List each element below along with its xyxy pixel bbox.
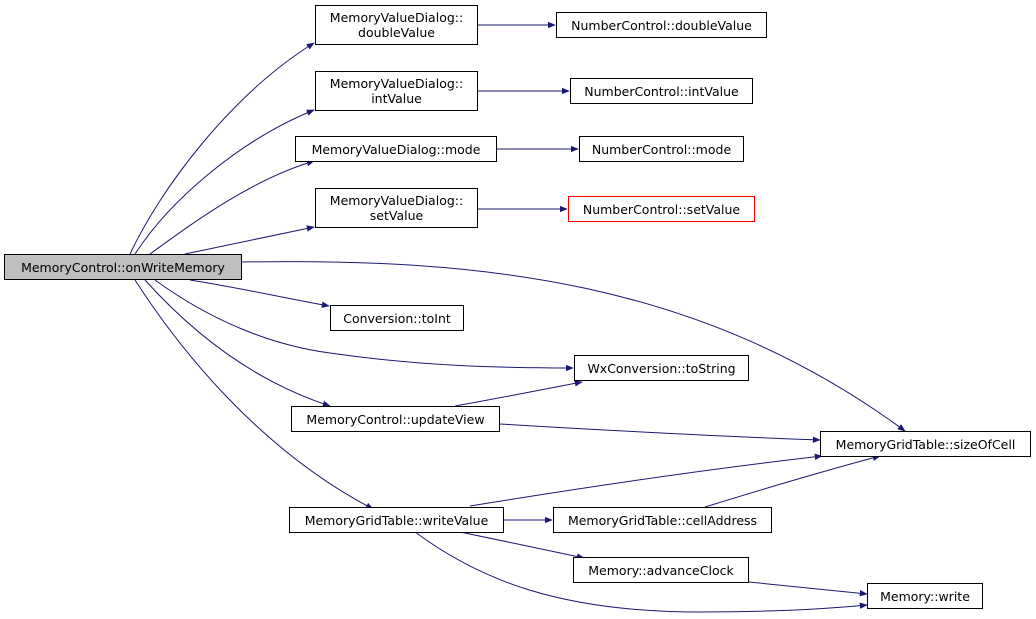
edge-mgt-writevalue-to-mgt-sizeofcell xyxy=(469,453,823,507)
node-memoryvaluedialog-mode[interactable]: MemoryValueDialog::mode xyxy=(295,136,497,162)
node-label-line2: doubleValue xyxy=(358,25,435,40)
node-numbercontrol-intvalue[interactable]: NumberControl::intValue xyxy=(570,78,753,104)
node-memorygridtable-writevalue[interactable]: MemoryGridTable::writeValue xyxy=(289,507,504,533)
node-memoryvaluedialog-intvalue[interactable]: MemoryValueDialog:: intValue xyxy=(315,71,478,111)
node-label: Memory::write xyxy=(880,588,970,604)
node-label: WxConversion::toString xyxy=(587,360,736,376)
edge-onwritememory-to-conversion-toint xyxy=(189,279,330,308)
node-memorycontrol-updateview[interactable]: MemoryControl::updateView xyxy=(291,406,500,432)
node-memoryvaluedialog-doublevalue[interactable]: MemoryValueDialog:: doubleValue xyxy=(315,5,478,45)
node-label: MemoryGridTable::sizeOfCell xyxy=(835,436,1016,452)
node-memorygridtable-sizeofcell[interactable]: MemoryGridTable::sizeOfCell xyxy=(820,431,1031,457)
node-label: MemoryGridTable::cellAddress xyxy=(567,512,758,528)
node-label: NumberControl::setValue xyxy=(582,201,741,217)
edge-onwritememory-to-mvd-setvalue xyxy=(184,225,315,255)
node-memory-advanceclock[interactable]: Memory::advanceClock xyxy=(573,557,749,583)
node-memorygridtable-celladdress[interactable]: MemoryGridTable::cellAddress xyxy=(553,507,772,533)
edge-onwritememory-to-mvd-intvalue xyxy=(134,109,315,255)
node-label: NumberControl::intValue xyxy=(584,83,739,99)
node-label-line2: intValue xyxy=(371,91,422,106)
node-numbercontrol-mode[interactable]: NumberControl::mode xyxy=(579,136,744,162)
edge-mgt-writevalue-to-mem-advanceclock xyxy=(459,531,585,560)
node-label-line1: MemoryValueDialog:: xyxy=(329,193,464,208)
node-numbercontrol-doublevalue[interactable]: NumberControl::doubleValue xyxy=(556,12,767,38)
edge-mc-updateview-to-wxconversion-tostring xyxy=(454,380,583,407)
node-label-line1: MemoryValueDialog:: xyxy=(329,76,464,91)
edge-mc-updateview-to-mgt-sizeofcell xyxy=(499,423,821,443)
node-wxconversion-tostring[interactable]: WxConversion::toString xyxy=(574,355,749,381)
node-label: Memory::advanceClock xyxy=(588,562,734,578)
edge-onwritememory-to-mvd-mode xyxy=(149,159,315,255)
edge-onwritememory-to-mgt-sizeofcell xyxy=(241,261,906,432)
node-memorycontrol-onwritememory: MemoryControl::onWriteMemory xyxy=(4,254,242,280)
edge-onwritememory-to-mc-updateview xyxy=(144,279,331,407)
edge-onwritememory-to-wxconversion-tostring xyxy=(154,279,574,372)
node-label: NumberControl::mode xyxy=(591,141,732,157)
edge-mem-advanceclock-to-mem-write xyxy=(748,581,868,597)
node-label: NumberControl::doubleValue xyxy=(571,17,752,33)
node-label-line2: setValue xyxy=(369,208,424,223)
node-memoryvaluedialog-setvalue[interactable]: MemoryValueDialog:: setValue xyxy=(315,188,478,228)
node-label: MemoryControl::onWriteMemory xyxy=(21,259,225,275)
node-memory-write[interactable]: Memory::write xyxy=(867,583,983,609)
node-label: Conversion::toInt xyxy=(343,310,451,326)
edge-mgt-cell-to-mgt-sizeofcell xyxy=(704,454,881,508)
edge-mgt-writevalue-to-mem-write xyxy=(414,531,868,613)
node-label-line1: MemoryValueDialog:: xyxy=(329,10,464,25)
node-conversion-toint[interactable]: Conversion::toInt xyxy=(330,305,464,331)
edge-onwritememory-to-mgt-writevalue xyxy=(134,279,374,510)
node-label: MemoryGridTable::writeValue xyxy=(304,512,489,528)
node-numbercontrol-setvalue[interactable]: NumberControl::setValue xyxy=(568,196,755,222)
node-label: MemoryValueDialog::mode xyxy=(311,141,481,157)
edge-onwritememory-to-mvd-doublevalue xyxy=(129,42,315,255)
node-label: MemoryControl::updateView xyxy=(306,411,485,427)
